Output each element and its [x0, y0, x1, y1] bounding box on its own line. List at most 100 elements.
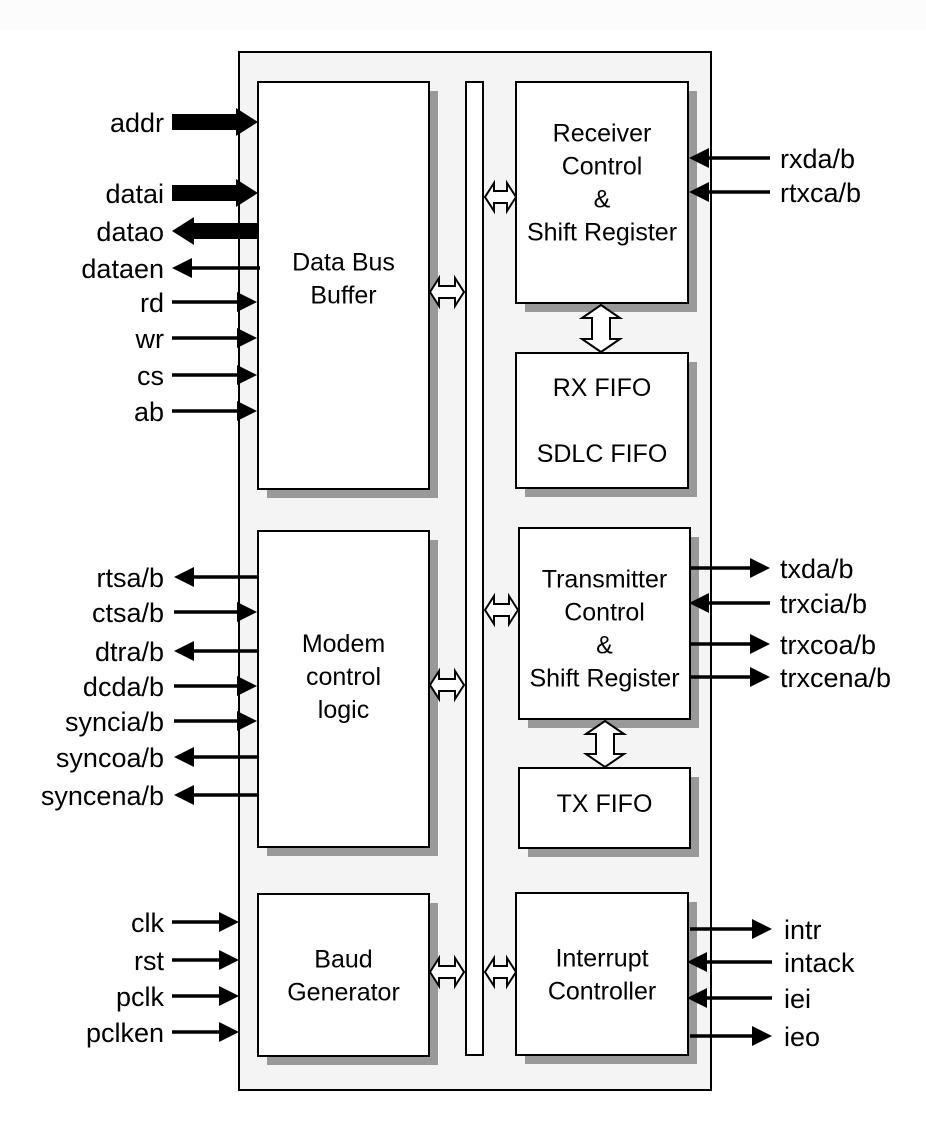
signal-wr-label: wr [135, 324, 165, 354]
signal-txda-b-label: txda/b [780, 554, 854, 584]
signal-rxda-b-label: rxda/b [780, 144, 855, 174]
block-label-line: & [594, 186, 611, 214]
signal-syncoa-b-arrow [174, 747, 257, 767]
block-label-line: Data Bus [292, 249, 395, 277]
block-label-line: Baud [314, 946, 372, 974]
signal-intr-arrow [690, 919, 772, 939]
bus-arrow-baud-icon [428, 954, 466, 990]
signal-syncena-b-label: syncena/b [41, 781, 164, 811]
signal-cs-arrow [172, 365, 257, 385]
arrowhead-icon [219, 912, 239, 932]
top-band [0, 0, 926, 30]
block-label-line: TX FIFO [557, 790, 653, 818]
signal-ieo-label: ieo [784, 1022, 820, 1052]
signal-rxda-b-arrow [689, 148, 770, 168]
signal-cs-label: cs [137, 361, 164, 391]
arrowhead-icon [237, 292, 257, 312]
signal-pclk-arrow [172, 986, 239, 1006]
arrowhead-icon [174, 747, 194, 767]
arrowhead-icon [172, 258, 192, 278]
block-label-line: Generator [287, 979, 400, 1007]
arrowhead-icon [174, 567, 194, 587]
signal-iei-arrow [687, 988, 772, 1008]
arrowhead-icon [219, 986, 239, 1006]
bus-arrow-icon [172, 108, 258, 136]
arrowhead-icon [219, 950, 239, 970]
block-label-line: Modem [302, 630, 385, 658]
signal-addr-label: addr [110, 108, 164, 138]
arrowhead-icon [689, 148, 709, 168]
signal-datao-label: datao [96, 217, 164, 247]
arrowhead-icon [689, 593, 709, 613]
rx-fifo-arrow-icon [578, 303, 624, 354]
arrowhead-icon [237, 365, 257, 385]
bus-arrow-modem-icon [428, 667, 466, 703]
block-box [515, 892, 689, 1056]
internal-bus [465, 81, 484, 1056]
block-label-line: Buffer [310, 282, 376, 310]
block-box [257, 81, 430, 490]
block-label-line: Control [564, 599, 645, 627]
signal-syncena-b-arrow [174, 785, 257, 805]
signal-rst-label: rst [134, 946, 164, 976]
bus-arrow-icon [172, 217, 258, 245]
block-box [518, 767, 691, 849]
signal-rst-arrow [172, 950, 239, 970]
block-label-line: Interrupt [555, 945, 648, 973]
block-label-line: Shift Register [529, 665, 679, 693]
signal-rd-arrow [172, 292, 257, 312]
arrowhead-icon [750, 667, 770, 687]
signal-intack-label: intack [784, 948, 855, 978]
signal-pclken-label: pclken [86, 1018, 164, 1048]
signal-ab-arrow [172, 401, 257, 421]
signal-trxcena-b-arrow [689, 667, 770, 687]
block-label-line: Shift Register [527, 219, 677, 247]
signal-txda-b-arrow [689, 558, 770, 578]
arrowhead-icon [237, 602, 257, 622]
signal-trxcia-b-label: trxcia/b [780, 589, 867, 619]
arrowhead-icon [687, 952, 707, 972]
arrowhead-icon [237, 401, 257, 421]
signal-rtxca-b-label: rtxca/b [780, 178, 861, 208]
signal-ctsa-b-label: ctsa/b [92, 598, 164, 628]
block-label-line: control [306, 663, 381, 691]
arrowhead-icon [174, 785, 194, 805]
block-box [257, 893, 430, 1057]
signal-dcda-b-label: dcda/b [83, 672, 164, 702]
signal-datao-arrow [172, 217, 258, 245]
block-label-line: logic [318, 696, 369, 724]
signal-syncia-b-arrow [174, 711, 257, 731]
arrowhead-icon [219, 1022, 239, 1042]
signal-dataen-label: dataen [81, 254, 164, 284]
signal-intr-label: intr [784, 915, 822, 945]
tx-fifo-arrow-icon [582, 719, 628, 769]
block-label-line: Controller [548, 978, 656, 1006]
signal-intack-arrow [687, 952, 772, 972]
signal-clk-arrow [172, 912, 239, 932]
arrowhead-icon [174, 641, 194, 661]
block-label-line: & [596, 632, 613, 660]
block-tx-fifo: TX FIFO [518, 767, 699, 857]
arrowhead-icon [689, 182, 709, 202]
signal-trxcoa-b-arrow [689, 634, 770, 654]
signal-ieo-arrow [690, 1026, 772, 1046]
bus-arrow-data-buffer-icon [428, 274, 466, 310]
signal-dtra-b-arrow [174, 641, 257, 661]
signal-rtsa-b-label: rtsa/b [96, 563, 164, 593]
signal-datai-arrow [172, 179, 258, 207]
block-label-line: RX FIFO [553, 374, 652, 402]
signal-clk-label: clk [131, 908, 164, 938]
signal-trxcia-b-arrow [689, 593, 770, 613]
arrowhead-icon [237, 711, 257, 731]
signal-datai-label: datai [105, 179, 164, 209]
arrowhead-icon [750, 558, 770, 578]
signal-addr-arrow [172, 108, 258, 136]
block-box [515, 352, 689, 489]
signal-wr-arrow [172, 328, 257, 348]
